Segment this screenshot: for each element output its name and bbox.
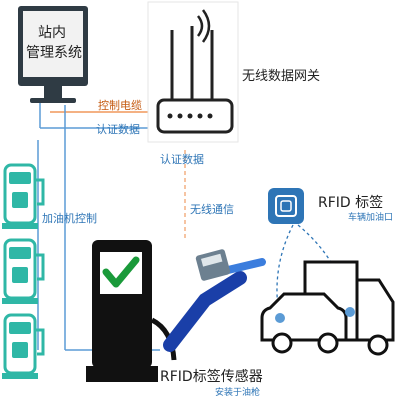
- fuel-pump-icon-3: [2, 313, 45, 379]
- control-cable-label: 控制电缆: [98, 99, 142, 112]
- wireless-label: 无线通信: [190, 203, 234, 216]
- fuel-dispenser-icon: [86, 240, 177, 382]
- fuel-pump-icon-1: [2, 163, 45, 229]
- router-icon: [147, 1, 239, 143]
- computer-label-line2: 管理系统: [26, 45, 82, 61]
- fuel-port-marker-2: [345, 307, 355, 317]
- fuel-port-marker: [275, 313, 285, 323]
- car-icon: [260, 292, 355, 354]
- gateway-label: 无线数据网关: [242, 69, 321, 84]
- rfid-tag-title: RFID 标签: [318, 195, 384, 211]
- rfid-tag-icon: [268, 188, 304, 224]
- tag-to-car-line-1: [276, 224, 294, 321]
- auth-data-label-mid: 认证数据: [160, 153, 204, 166]
- computer-icon: [18, 6, 88, 103]
- checkmark-icon: [102, 256, 140, 288]
- rfid-tag-subtitle: 车辆加油口: [348, 213, 394, 223]
- computer-label-line1: 站内: [38, 25, 66, 41]
- sensor-subtitle: 安装于油枪: [215, 388, 261, 398]
- nozzle-sensor-icon: [163, 249, 266, 352]
- sensor-title: RFID标签传感器: [160, 369, 263, 385]
- auth-data-label-top: 认证数据: [96, 123, 140, 136]
- fuel-pump-icon-2: [2, 238, 45, 304]
- pump-control-label: 加油机控制: [42, 212, 97, 225]
